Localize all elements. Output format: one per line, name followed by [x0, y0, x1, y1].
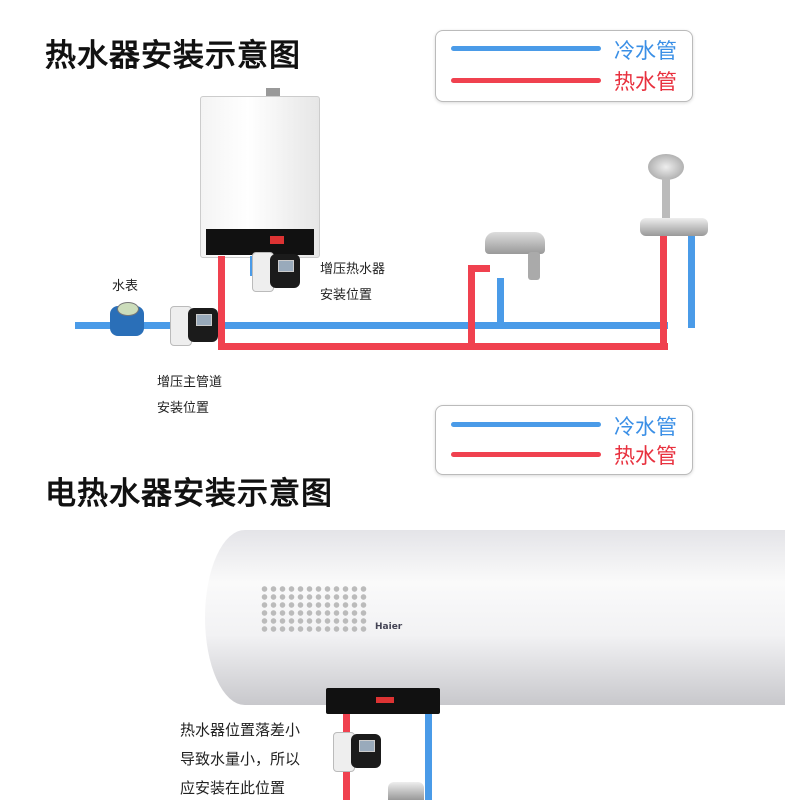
- cold-pipe-swatch: [451, 422, 601, 427]
- cold-inlet-pipe: [425, 714, 432, 800]
- hot-pipe-faucet-elbow: [468, 265, 490, 272]
- shower-valve: [640, 218, 708, 236]
- mixing-valve: [388, 782, 424, 800]
- heater-exhaust: [266, 88, 280, 98]
- faucet-spout: [528, 252, 540, 280]
- heater-display: [270, 236, 284, 244]
- hot-pipe-to-faucet: [468, 265, 475, 350]
- heater-pump-label: 增压热水器 安装位置: [320, 257, 385, 309]
- hot-pipe-to-shower: [660, 236, 667, 350]
- cold-pipe-label: 冷水管: [614, 415, 677, 439]
- cold-pipe-to-shower: [688, 236, 695, 328]
- main-pump-label: 增压主管道 安装位置: [157, 370, 222, 422]
- main-pump-label-line2: 安装位置: [157, 401, 210, 416]
- faucet-icon: [485, 232, 545, 254]
- install-note-line1: 热水器位置落差小: [180, 721, 301, 739]
- electric-water-heater: Haier: [205, 530, 785, 705]
- decorative-dot-pattern: [260, 585, 368, 633]
- brand-logo: Haier: [375, 622, 403, 632]
- water-meter-label: 水表: [112, 279, 139, 294]
- gas-heater-title: 热水器安装示意图: [45, 38, 301, 74]
- hot-pipe-swatch: [451, 78, 601, 83]
- shower-handle: [662, 178, 670, 218]
- install-note: 热水器位置落差小 导致水量小，所以 应安装在此位置: [180, 716, 300, 803]
- heater-pump-label-line2: 安装位置: [320, 288, 373, 303]
- gas-water-heater: [200, 96, 320, 258]
- cold-pipe-label: 冷水管: [614, 39, 677, 63]
- heater-control-panel: [206, 229, 314, 255]
- main-booster-pump: [170, 302, 218, 346]
- install-note-line2: 导致水量小，所以: [180, 750, 301, 768]
- hot-pipe-swatch: [451, 452, 601, 457]
- hot-pipe-label: 热水管: [614, 444, 677, 468]
- water-meter-icon: [110, 302, 144, 336]
- cold-pipe-to-faucet: [497, 278, 504, 326]
- electric-booster-pump: [333, 728, 381, 772]
- electric-heater-title: 电热水器安装示意图: [45, 476, 333, 512]
- main-pump-label-line1: 增压主管道: [157, 375, 223, 390]
- hot-main-pipe: [218, 343, 668, 350]
- pipe-legend-2: 冷水管 热水管: [435, 405, 693, 475]
- heater-pump-label-line1: 增压热水器: [320, 262, 386, 277]
- meter-dial: [117, 302, 139, 316]
- electric-control-panel: [326, 688, 440, 714]
- install-note-line3: 应安装在此位置: [180, 779, 286, 797]
- panel-display: [376, 697, 394, 703]
- heater-booster-pump: [252, 248, 300, 292]
- cold-main-pipe: [75, 322, 668, 329]
- shower-head-icon: [648, 154, 684, 180]
- cold-pipe-swatch: [451, 46, 601, 51]
- hot-pipe-from-heater: [218, 256, 225, 350]
- hot-pipe-label: 热水管: [614, 70, 677, 94]
- pipe-legend: 冷水管 热水管: [435, 30, 693, 102]
